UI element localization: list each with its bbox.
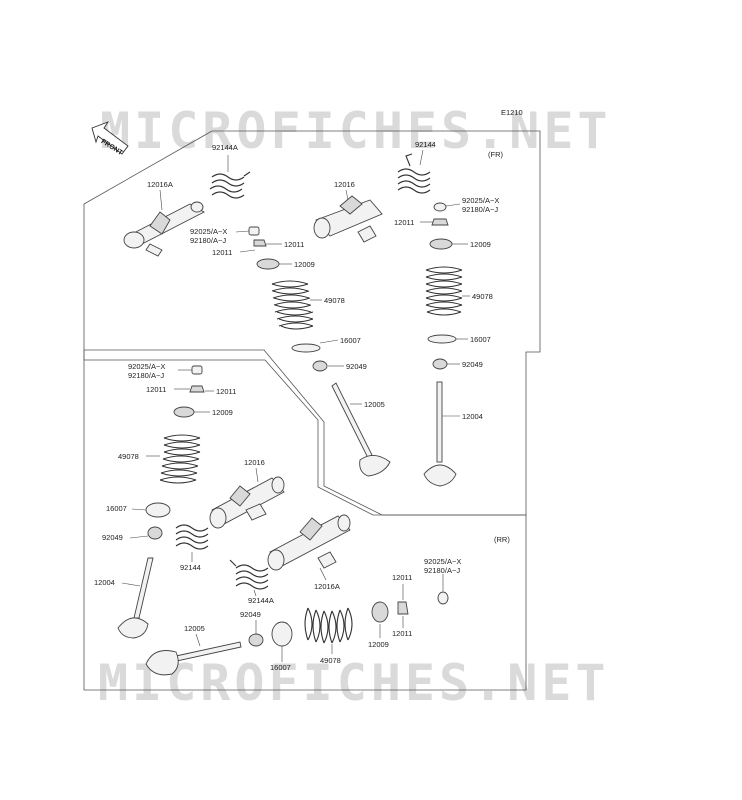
label-fr-92025-right: 92025/A~X (462, 196, 499, 205)
rocker-arm-12016A-front (123, 201, 205, 257)
front-section-label: (FR) (488, 150, 503, 159)
exhaust-valve-12005-front (331, 382, 391, 477)
intake-valve-12004-rear (117, 557, 154, 639)
retainer-12009-rear-left (173, 406, 195, 418)
keeper-12011-rear-left (189, 385, 205, 393)
label-rr-92180-right: 92180/A~J (424, 566, 460, 575)
label-fr-16007-right: 16007 (470, 335, 491, 344)
label-rr-92025-left: 92025/A~X (128, 362, 165, 371)
label-fr-12016A: 12016A (147, 180, 173, 189)
label-rr-12005: 12005 (184, 624, 205, 633)
keeper-12011-front-left (253, 239, 267, 247)
label-fr-92180-left: 92180/A~J (190, 236, 226, 245)
label-rr-12009-bottom: 12009 (368, 640, 389, 649)
label-rr-12016A: 12016A (314, 582, 340, 591)
label-rr-12016: 12016 (244, 458, 265, 467)
label-rr-16007-left: 16007 (106, 504, 127, 513)
valve-spring-49078-front-right (425, 266, 463, 316)
label-fr-12004: 12004 (462, 412, 483, 421)
label-rr-92144: 92144 (180, 563, 201, 572)
label-rr-12011-c: 12011 (392, 573, 412, 582)
spring-92144-rear (175, 524, 209, 550)
retainer-12009-front-right (429, 238, 453, 250)
label-fr-12011-left1: 12011 (284, 240, 304, 249)
rocker-arm-12016-front (313, 195, 383, 243)
label-fr-92025-left: 92025/A~X (190, 227, 227, 236)
seat-92049-rear-bottom (248, 633, 264, 647)
label-fr-12016: 12016 (334, 180, 355, 189)
label-rr-92144A: 92144A (248, 596, 274, 605)
label-rr-92049-bottom: 92049 (240, 610, 261, 619)
valve-spring-49078-front-left (271, 280, 314, 330)
seat-92049-front-right (432, 358, 448, 370)
label-fr-12009-right: 12009 (470, 240, 491, 249)
label-fr-92144: 92144 (415, 140, 436, 149)
seat-92049-rear-left (147, 526, 163, 540)
keeper-12011-front-right (431, 218, 449, 226)
label-fr-12009-left: 12009 (294, 260, 315, 269)
spring-92144-front (397, 153, 431, 194)
label-rr-49078-bottom: 49078 (320, 656, 341, 665)
label-rr-16007-bottom: 16007 (270, 663, 291, 672)
seal-16007-rear-bottom (271, 621, 293, 647)
rocker-arm-12016A-rear (267, 514, 351, 571)
spring-92144A-rear (229, 559, 269, 590)
shim-92025-front-left (248, 226, 260, 236)
shim-92025-front-right (433, 202, 447, 212)
intake-valve-12004-front (423, 381, 457, 487)
seat-92049-front-left (312, 360, 328, 372)
seal-16007-rear-left (145, 502, 171, 518)
retainer-12009-front-left (256, 258, 280, 270)
label-rr-92025-right: 92025/A~X (424, 557, 461, 566)
shim-92025-rear-right (437, 591, 449, 605)
rocker-arm-12016-rear (209, 476, 285, 529)
label-fr-49078-left: 49078 (324, 296, 345, 305)
rear-section-label: (RR) (494, 535, 510, 544)
label-fr-16007-left: 16007 (340, 336, 361, 345)
label-fr-49078-right: 49078 (472, 292, 493, 301)
label-rr-12011-d: 12011 (392, 629, 412, 638)
label-fr-12011-right: 12011 (394, 218, 414, 227)
label-fr-12005: 12005 (364, 400, 385, 409)
seal-16007-front-left (291, 343, 321, 353)
exhaust-valve-12005-rear (145, 641, 242, 676)
label-rr-12011-a: 12011 (146, 385, 166, 394)
spring-92144A-front (209, 171, 251, 199)
retainer-12009-rear-bottom (371, 601, 389, 623)
label-fr-12011-left2: 12011 (212, 248, 232, 257)
label-fr-92049-left: 92049 (346, 362, 367, 371)
label-fr-92049-right: 92049 (462, 360, 483, 369)
label-rr-92180-left: 92180/A~J (128, 371, 164, 380)
label-rr-92049-left: 92049 (102, 533, 123, 542)
keeper-12011-rear-bottom (397, 601, 409, 615)
shim-92025-rear-left (191, 365, 203, 375)
valve-spring-49078-rear-bottom (304, 607, 353, 644)
watermark-bottom: MICROFICHES.NET (98, 654, 610, 712)
label-rr-49078-left: 49078 (118, 452, 139, 461)
svg-text:MICROFICHES.NET: MICROFICHES.NET (98, 654, 610, 712)
valve-spring-49078-rear-left (159, 434, 201, 484)
label-fr-92180-right: 92180/A~J (462, 205, 498, 214)
rear-section-outline (83, 349, 527, 691)
diagram-id: E1210 (501, 108, 523, 117)
label-rr-12009-left: 12009 (212, 408, 233, 417)
seal-16007-front-right (427, 334, 457, 344)
label-rr-12011-b: 12011 (216, 387, 236, 396)
label-fr-92144A: 92144A (212, 143, 238, 152)
front-section-outline (83, 130, 541, 516)
label-rr-12004: 12004 (94, 578, 115, 587)
